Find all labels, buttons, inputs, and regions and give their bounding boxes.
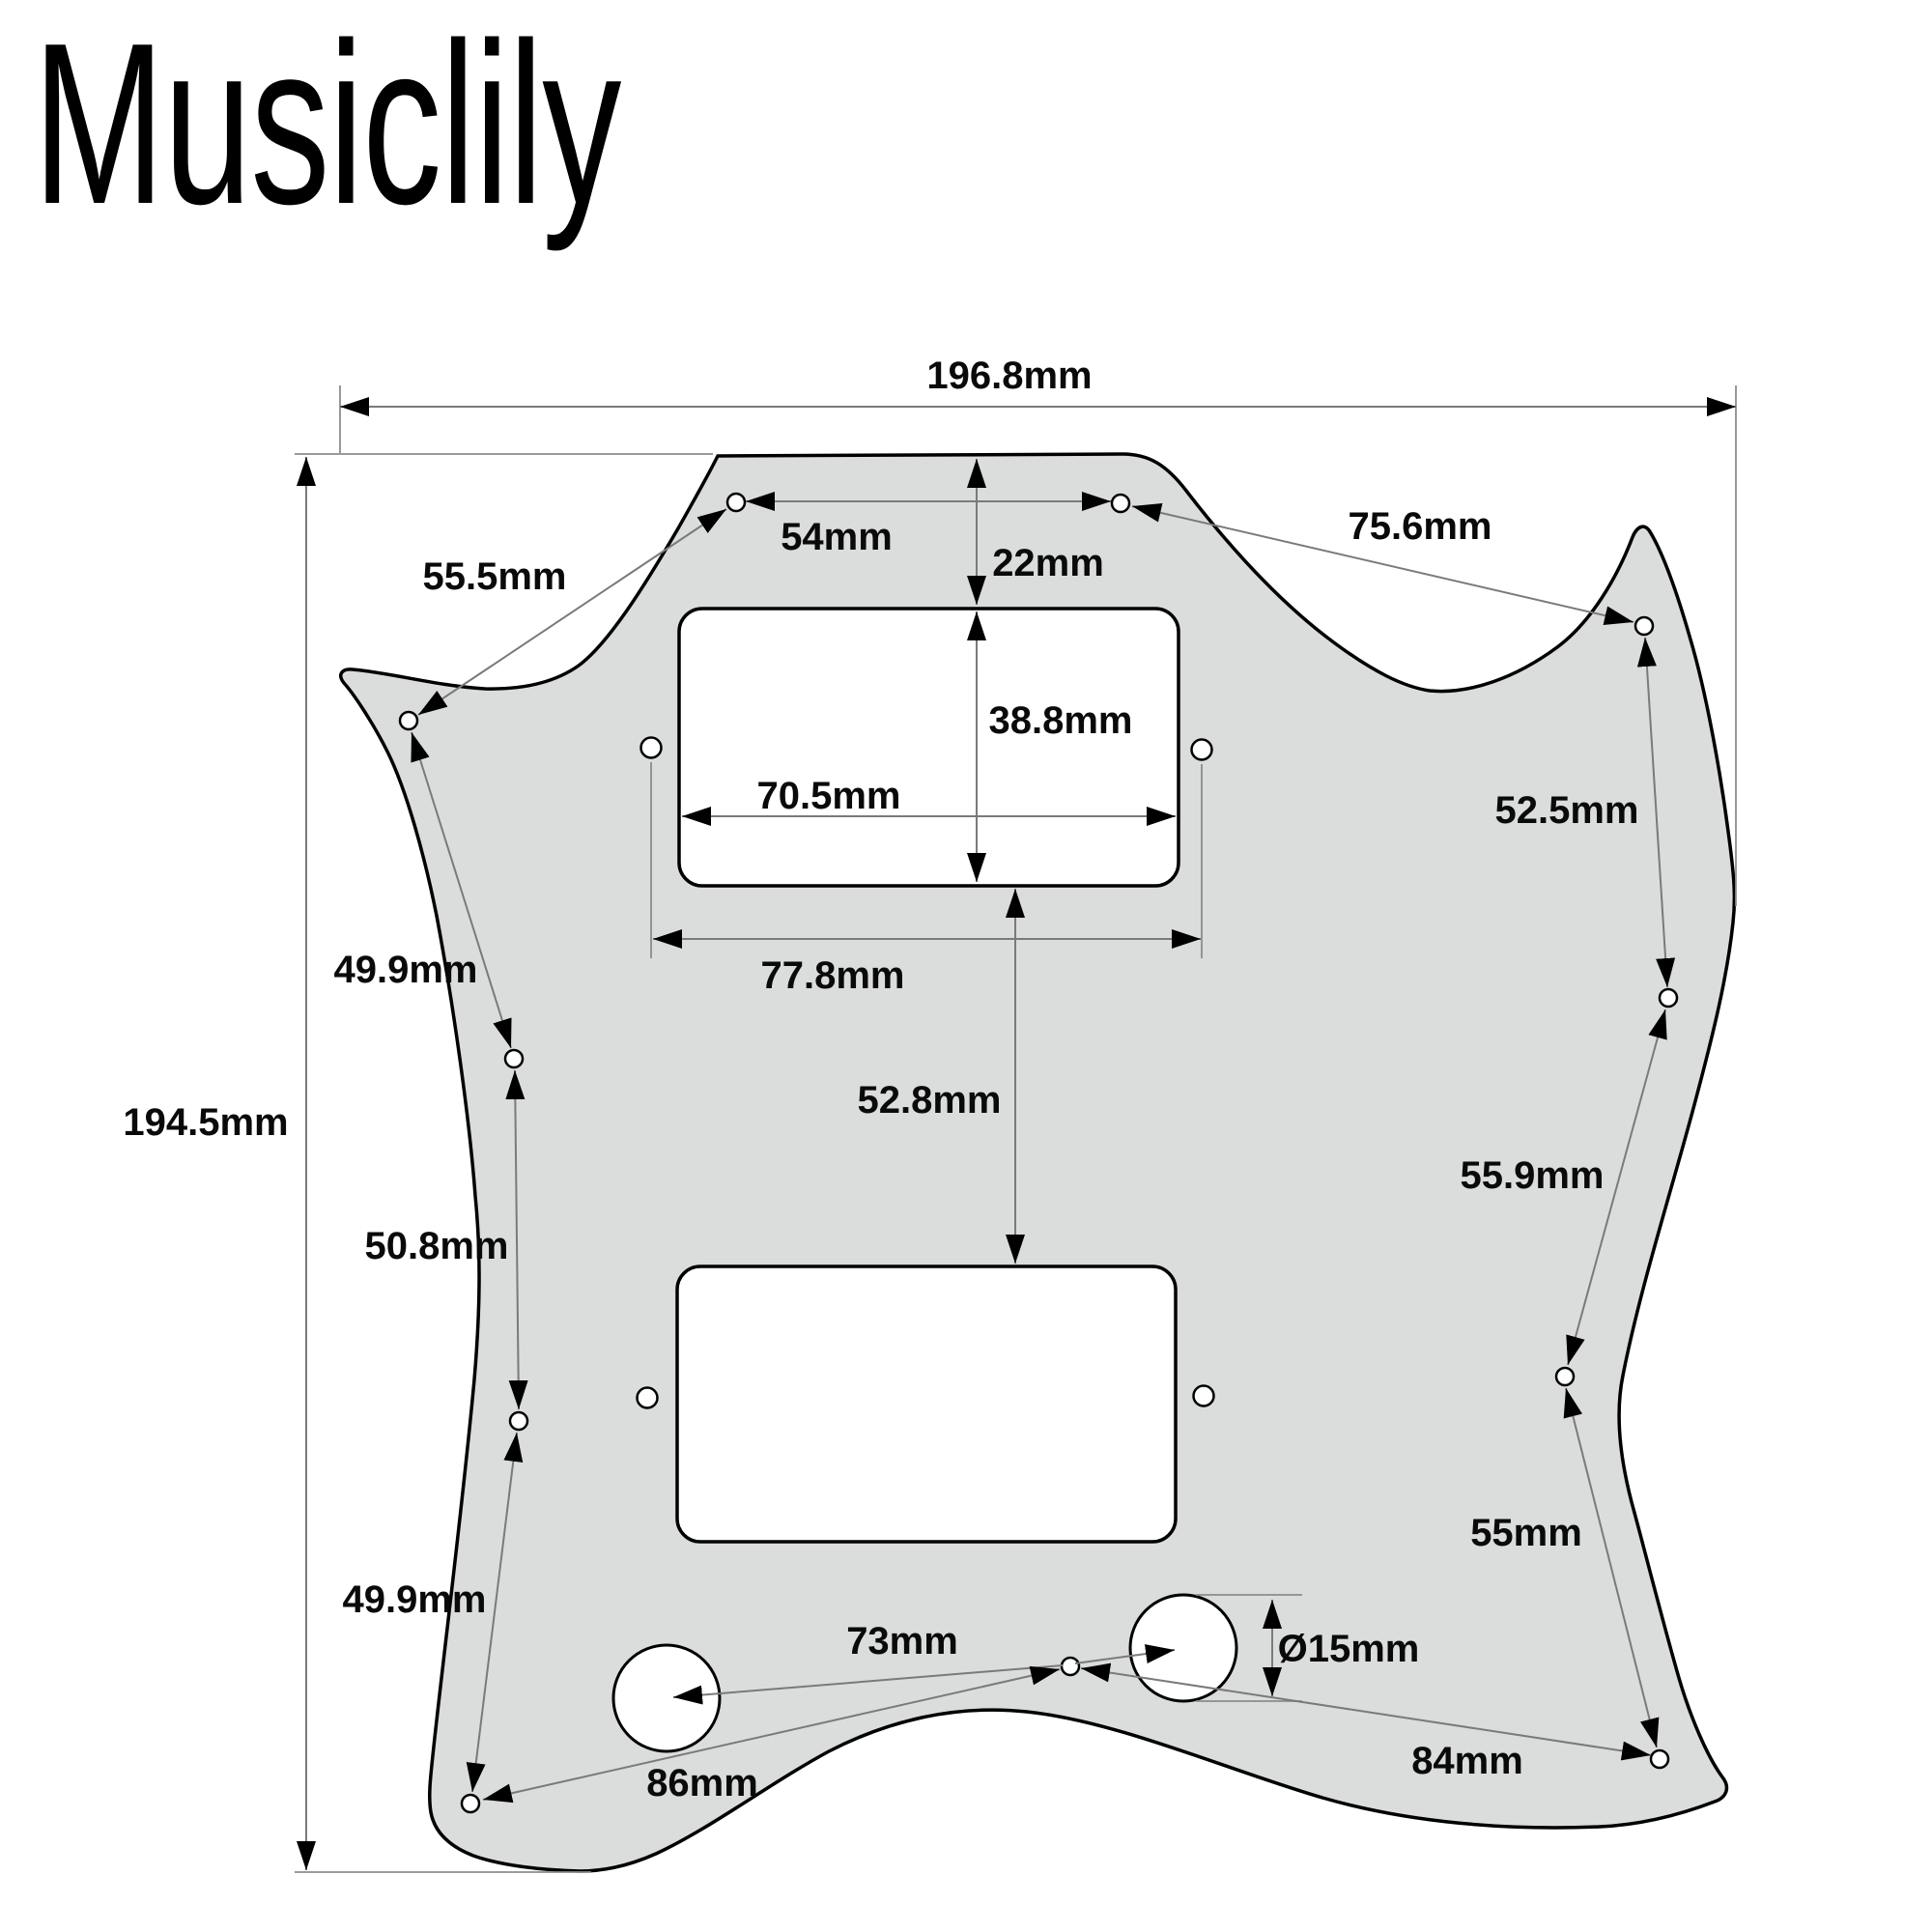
screw-hole — [508, 1410, 529, 1432]
dimension-label-upper-right-screws: 75.6mm — [1349, 505, 1492, 548]
dimension-label-upper-left-screws: 55.5mm — [423, 555, 567, 598]
dimension-label-pot-diameter: Ø15mm — [1278, 1628, 1420, 1670]
screw-hole — [1110, 493, 1131, 514]
dimension-line-upper-left-screws — [417, 508, 727, 716]
bridge-pickup-cutout — [675, 1264, 1178, 1544]
pickup-mount-hole — [1190, 738, 1213, 761]
neck-pickup-cutout — [677, 607, 1180, 888]
dimension-label-cutout-width: 70.5mm — [757, 775, 901, 817]
screw-hole — [503, 1048, 525, 1069]
dimension-label-mount-hole-span: 77.8mm — [761, 954, 905, 997]
dimension-line-upper-right-screws — [1131, 503, 1634, 625]
screw-hole — [725, 492, 747, 513]
dimension-label-right-horn-span: 52.5mm — [1495, 789, 1639, 832]
dimension-label-cutout-gap: 52.8mm — [858, 1079, 1002, 1122]
dimension-label-right-span-2: 55.9mm — [1461, 1154, 1605, 1197]
dimension-label-width-overall: 196.8mm — [926, 355, 1092, 397]
dimension-line-right-horn-span — [1636, 637, 1676, 988]
dimension-label-bottom-right-span: 84mm — [1411, 1740, 1523, 1782]
dimension-label-left-span-3: 49.9mm — [343, 1578, 487, 1621]
dimension-label-top-screw-span: 54mm — [781, 516, 893, 558]
dimension-label-height-overall: 194.5mm — [123, 1101, 288, 1144]
screw-hole — [398, 710, 419, 731]
dimension-line-pot-span-b — [1074, 1644, 1176, 1664]
dimension-label-top-to-cutout: 22mm — [992, 542, 1104, 584]
dimension-label-bottom-left-span: 86mm — [646, 1762, 758, 1804]
dimension-label-left-span-2: 50.8mm — [365, 1225, 509, 1267]
screw-hole — [1554, 1366, 1576, 1387]
brand-logo: Musiclily — [33, 0, 621, 252]
dimension-line-left-span-2 — [505, 1069, 528, 1410]
pickup-mount-hole — [639, 736, 663, 759]
screw-hole — [1649, 1748, 1670, 1770]
pickup-mount-hole — [636, 1386, 659, 1409]
dimension-label-right-span-3: 55mm — [1470, 1512, 1582, 1554]
screw-hole — [1060, 1656, 1081, 1677]
screw-hole — [1658, 987, 1679, 1009]
control-hole-right — [1128, 1593, 1238, 1703]
dimension-label-pot-span-a: 73mm — [846, 1620, 958, 1662]
pickup-mount-hole — [1192, 1384, 1215, 1407]
dimension-line-right-span-2 — [1566, 1009, 1667, 1366]
dimension-label-left-span-1: 49.9mm — [334, 949, 478, 991]
dimension-line-bottom-left-span — [482, 1665, 1061, 1804]
dimension-label-cutout-height: 38.8mm — [989, 699, 1133, 742]
screw-hole — [460, 1793, 481, 1814]
dimension-line-left-span-1 — [411, 731, 512, 1049]
screw-hole — [1634, 615, 1655, 637]
dimension-line-bottom-right-span — [1080, 1662, 1652, 1761]
control-hole-left — [611, 1643, 722, 1753]
dimension-line-left-span-3 — [466, 1432, 524, 1793]
